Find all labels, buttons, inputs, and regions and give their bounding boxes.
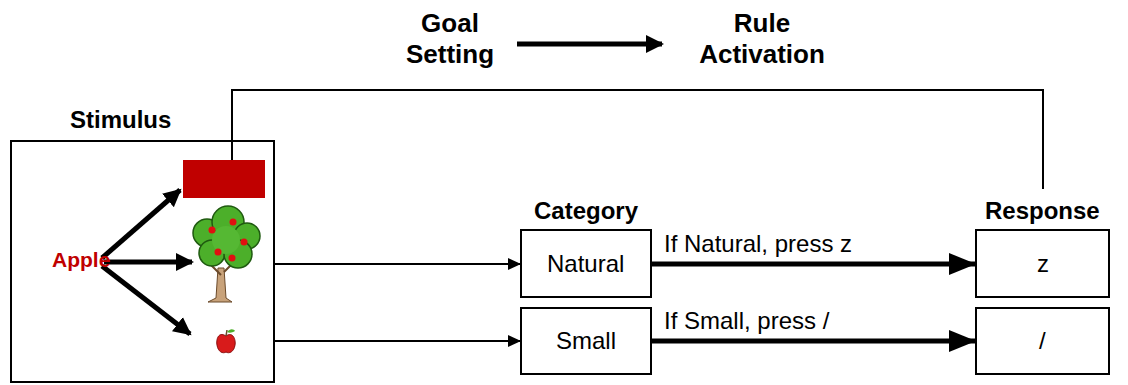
category-box: CategoryNatural xyxy=(520,229,652,298)
color-patch xyxy=(183,160,265,198)
category-box: Small xyxy=(520,307,652,375)
stage-label: Rule Activation xyxy=(668,8,856,70)
association-arrow xyxy=(104,260,192,265)
box-heading: Response xyxy=(985,197,1100,225)
mapping-arrow xyxy=(275,340,520,342)
association-arrow xyxy=(102,266,190,334)
rule-arrow xyxy=(652,339,975,344)
tree-picture xyxy=(193,206,260,302)
box-text: Apple xyxy=(52,248,110,272)
box-text: Natural xyxy=(547,250,624,278)
rule-arrow xyxy=(652,262,975,267)
rule-label: If Natural, press z xyxy=(662,230,854,258)
box-heading: Category xyxy=(534,197,638,225)
rule-arrow xyxy=(232,90,1043,189)
rule-label: If Small, press / xyxy=(662,307,831,335)
process-arrow xyxy=(517,42,662,47)
mapping-arrow xyxy=(275,263,520,265)
box-text: / xyxy=(1039,327,1046,355)
stimulus-box: StimulusApple xyxy=(10,140,275,383)
stage-label: Goal Setting xyxy=(383,8,517,70)
box-text: Small xyxy=(556,327,616,355)
connector-stub xyxy=(231,140,233,160)
box-heading: Stimulus xyxy=(70,106,171,134)
apple-picture xyxy=(217,329,235,352)
box-text: z xyxy=(1037,250,1049,278)
response-box: Responsez xyxy=(975,229,1110,298)
response-box: / xyxy=(975,307,1110,375)
association-arrow xyxy=(102,190,180,258)
